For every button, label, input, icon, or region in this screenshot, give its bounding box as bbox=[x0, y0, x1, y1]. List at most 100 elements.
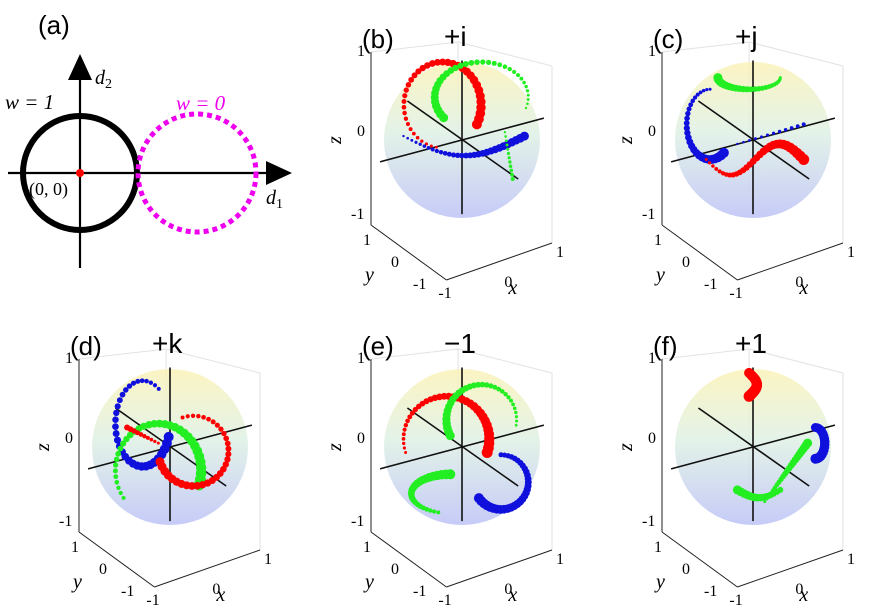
trajectory-bead bbox=[483, 382, 490, 388]
trajectory-bead bbox=[149, 437, 154, 442]
z-tick-label: -1 bbox=[642, 206, 655, 223]
trajectory-bead bbox=[439, 58, 447, 66]
x-axis-label: x bbox=[798, 277, 808, 299]
z-tick-label: 0 bbox=[357, 123, 365, 140]
trajectory-bead bbox=[113, 456, 120, 463]
circle-w0 bbox=[135, 111, 259, 235]
trajectory-bead bbox=[509, 398, 514, 403]
trajectory-bead bbox=[432, 509, 437, 514]
trajectory-bead bbox=[522, 80, 526, 85]
trajectory-bead bbox=[405, 82, 412, 88]
trajectory-bead bbox=[112, 416, 119, 423]
z-tick-label: 0 bbox=[65, 430, 73, 447]
trajectory-bead bbox=[462, 61, 469, 68]
circle-w1-label: w = 1 bbox=[5, 90, 54, 114]
y-axis-label: y bbox=[654, 264, 665, 286]
trajectory-bead bbox=[514, 410, 518, 415]
trajectory-bead bbox=[481, 446, 493, 458]
trajectory-bead bbox=[514, 415, 519, 419]
trajectory-bead bbox=[718, 147, 729, 158]
trajectory-bead bbox=[810, 453, 821, 464]
trajectory-bead bbox=[492, 384, 498, 390]
trajectory-bead bbox=[224, 440, 231, 447]
trajectory-bead bbox=[506, 147, 510, 151]
y-tick-label: 0 bbox=[99, 561, 107, 578]
frame-edge bbox=[661, 348, 750, 360]
x-axis-label: x bbox=[798, 584, 808, 606]
trajectory-bead bbox=[688, 102, 694, 108]
trajectory-bead bbox=[190, 413, 196, 418]
trajectory-bead bbox=[119, 391, 126, 398]
trajectory-bead bbox=[763, 500, 767, 504]
panel-title: −1 bbox=[444, 328, 476, 359]
trajectory-bead bbox=[408, 127, 413, 132]
trajectory-bead bbox=[777, 129, 782, 134]
trajectory-bead bbox=[430, 147, 435, 152]
trajectory-bead bbox=[218, 426, 224, 432]
trajectory-bead bbox=[698, 90, 703, 95]
trajectory-bead bbox=[690, 98, 695, 104]
trajectory-bead bbox=[144, 378, 149, 384]
z-tick-label: 0 bbox=[648, 123, 656, 140]
trajectory-bead bbox=[428, 60, 436, 67]
z-tick-label: 1 bbox=[357, 43, 365, 60]
trajectory-bead bbox=[445, 431, 455, 441]
trajectory-bead bbox=[515, 419, 519, 423]
trajectory-bead bbox=[510, 177, 515, 181]
trajectory-bead bbox=[479, 381, 486, 388]
trajectory-bead bbox=[196, 413, 201, 419]
trajectory-bead bbox=[121, 495, 126, 500]
trajectory-bead bbox=[113, 436, 122, 444]
x-tick-label: 1 bbox=[264, 551, 272, 568]
trajectory-bead bbox=[419, 64, 426, 72]
trajectory-bead bbox=[406, 136, 409, 140]
trajectory-bead bbox=[486, 59, 492, 66]
trajectory-bead bbox=[526, 93, 530, 97]
trajectory-bead bbox=[114, 403, 121, 410]
trajectory-bead bbox=[519, 76, 524, 81]
trajectory-bead bbox=[422, 144, 427, 148]
frame-edge bbox=[370, 41, 459, 53]
trajectory-bead bbox=[499, 389, 505, 394]
frame-edge bbox=[737, 242, 844, 281]
trajectory-bead bbox=[113, 474, 119, 480]
trajectory-bead bbox=[403, 116, 409, 121]
trajectory-bead bbox=[457, 62, 464, 69]
trajectory-bead bbox=[771, 131, 776, 135]
trajectory-bead bbox=[783, 127, 788, 132]
trajectory-bead bbox=[474, 59, 480, 65]
frame-edge bbox=[737, 549, 844, 588]
y-tick-label: 0 bbox=[682, 254, 690, 271]
panel-title: +i bbox=[444, 21, 467, 52]
z-tick-label: -1 bbox=[642, 513, 655, 530]
trajectory-bead bbox=[163, 431, 174, 442]
trajectory-bead bbox=[473, 493, 484, 504]
trajectory-bead bbox=[420, 139, 424, 143]
z-tick-label: 1 bbox=[65, 350, 73, 367]
trajectory-bead bbox=[429, 144, 433, 148]
trajectory-bead bbox=[789, 126, 794, 130]
trajectory-bead bbox=[760, 135, 763, 139]
trajectory-bead bbox=[415, 68, 422, 75]
trajectory-bead bbox=[112, 430, 120, 437]
trajectory-bead bbox=[116, 485, 121, 491]
y-tick-label: 1 bbox=[363, 539, 371, 556]
y-tick-label: -1 bbox=[704, 276, 717, 293]
trajectory-bead bbox=[450, 152, 457, 158]
trajectory-bead bbox=[442, 150, 448, 156]
z-axis-label: z bbox=[615, 443, 637, 452]
y-axis-label: y bbox=[654, 571, 665, 593]
trajectory-bead bbox=[438, 150, 444, 155]
trajectory-bead bbox=[743, 390, 755, 402]
d2-arrow-icon bbox=[68, 54, 92, 80]
trajectory-bead bbox=[684, 115, 690, 122]
trajectory-bead bbox=[433, 58, 441, 66]
trajectory-bead bbox=[707, 161, 712, 165]
trajectory-bead bbox=[526, 102, 529, 106]
trajectory-bead bbox=[402, 427, 407, 432]
trajectory-bead bbox=[120, 440, 127, 447]
trajectory-bead bbox=[405, 121, 411, 127]
trajectory-bead bbox=[803, 438, 813, 448]
trajectory-bead bbox=[497, 62, 503, 68]
